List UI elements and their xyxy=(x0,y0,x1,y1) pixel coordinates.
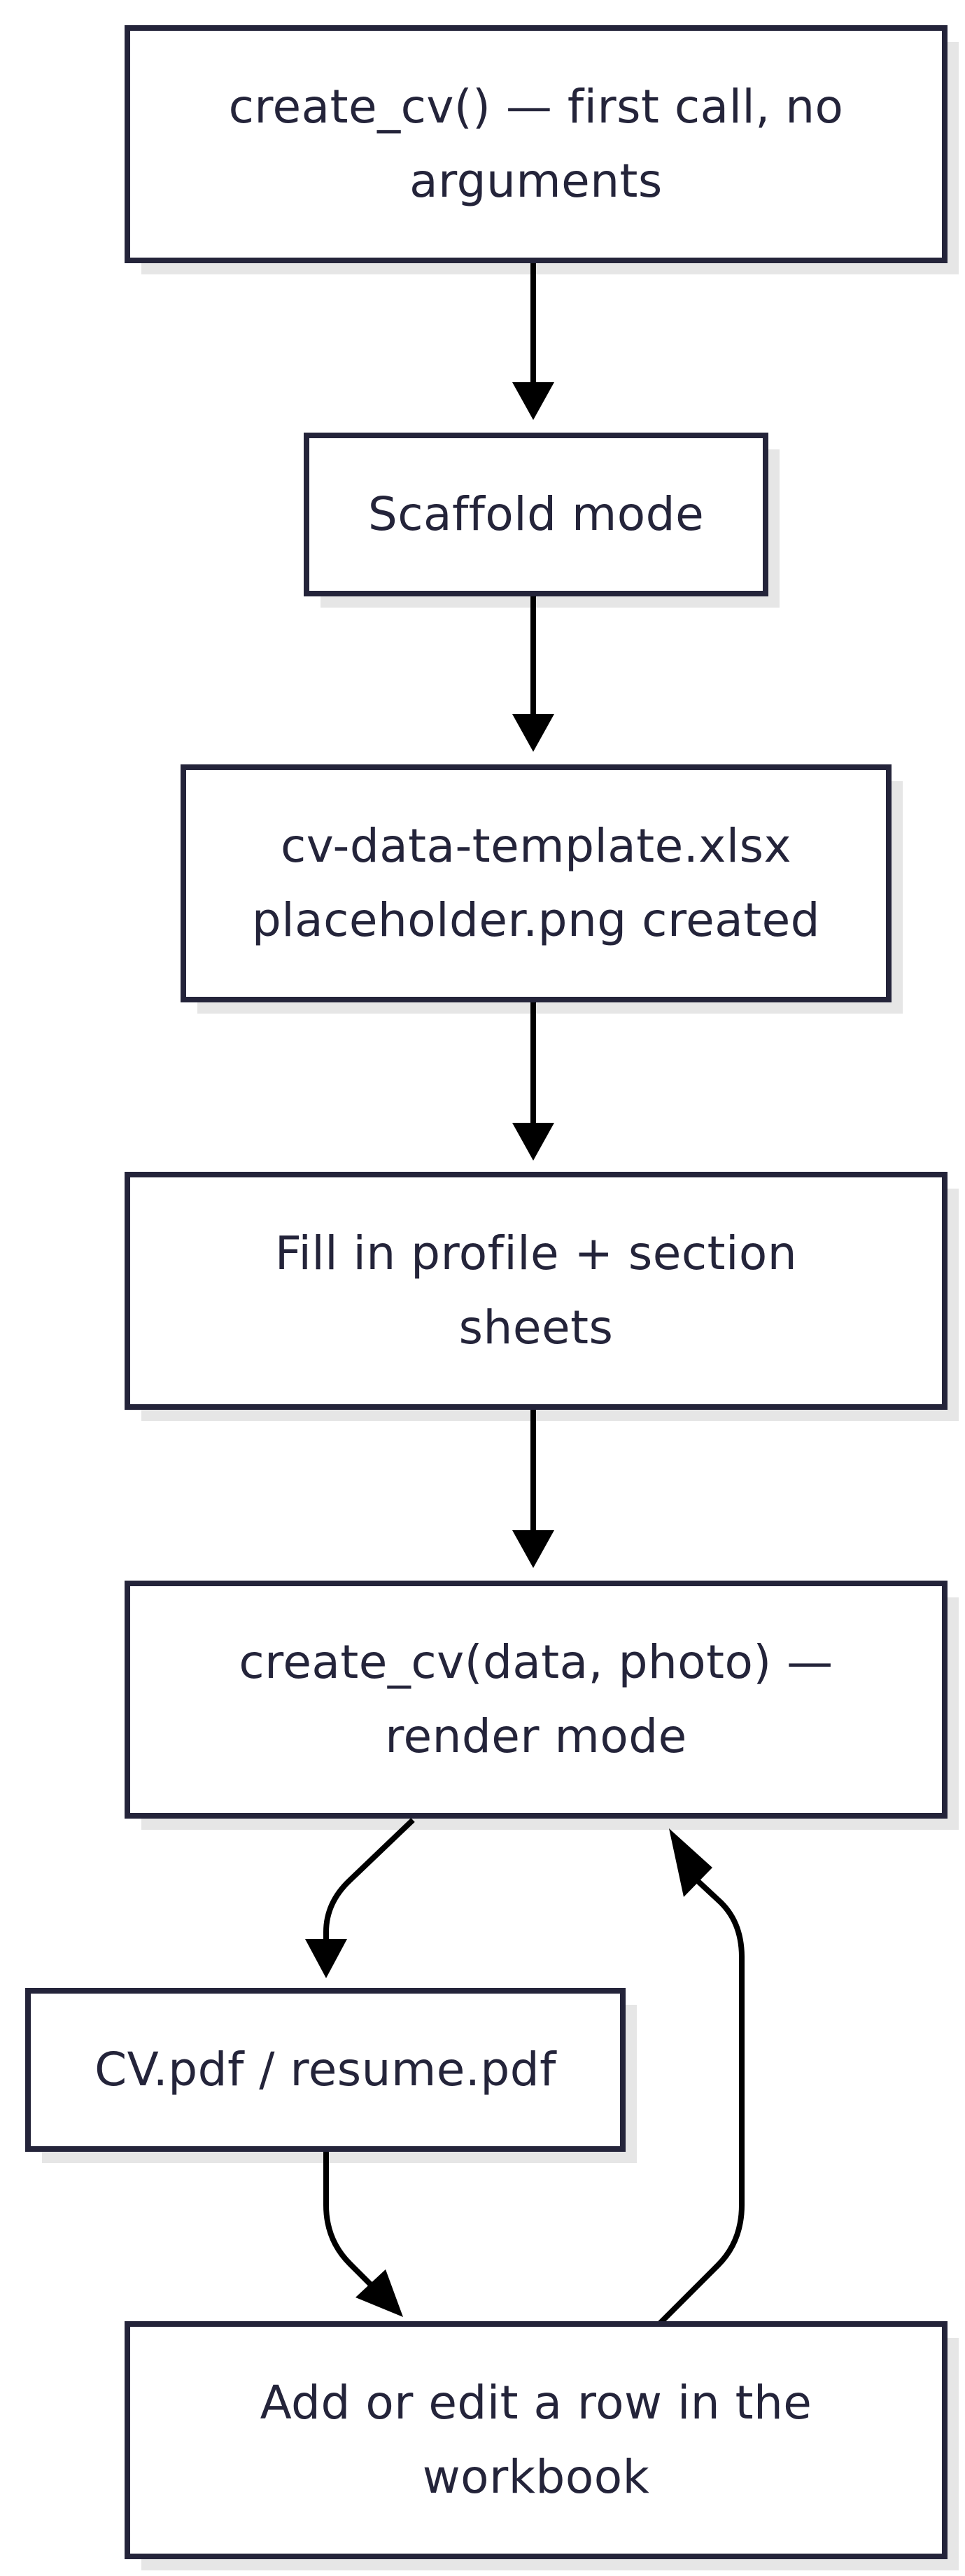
node-box-template-created xyxy=(181,764,892,1002)
node-box-fill-in-sheets xyxy=(125,1172,948,1410)
node-box-cv-pdf xyxy=(25,1988,626,2152)
node-box-scaffold-mode xyxy=(304,433,768,596)
node-label-add-or-edit-row: Add or edit a row in the workbook xyxy=(260,2376,812,2504)
node-label-fill-in-sheets: Fill in profile + section sheets xyxy=(274,1226,798,1354)
arrowhead xyxy=(512,1123,554,1161)
arrowhead xyxy=(305,1939,347,1978)
arrowhead xyxy=(512,1530,554,1568)
node-label-cv-pdf: CV.pdf / resume.pdf xyxy=(94,2043,556,2096)
node-label-template-created: cv-data-template.xlsx placeholder.png cr… xyxy=(251,819,821,947)
arrowhead xyxy=(669,1828,712,1897)
edge-n7-n5 xyxy=(653,1879,745,2330)
arrowhead xyxy=(512,382,554,420)
node-box-render-mode xyxy=(125,1581,948,1819)
node-label-create-cv-first-call: create_cv() — first call, no arguments xyxy=(228,80,844,208)
edge-n6-n7 xyxy=(323,2152,373,2287)
node-box-create-cv-first-call xyxy=(125,25,948,263)
edge-n5-n6 xyxy=(323,1818,415,1940)
arrowhead xyxy=(355,2269,403,2317)
arrowhead xyxy=(512,714,554,752)
node-boxes xyxy=(25,25,948,2559)
edges xyxy=(305,260,745,2330)
node-label-scaffold-mode: Scaffold mode xyxy=(367,487,705,541)
node-label-render-mode: create_cv(data, photo) — render mode xyxy=(239,1635,833,1763)
node-box-add-or-edit-row xyxy=(125,2321,948,2559)
